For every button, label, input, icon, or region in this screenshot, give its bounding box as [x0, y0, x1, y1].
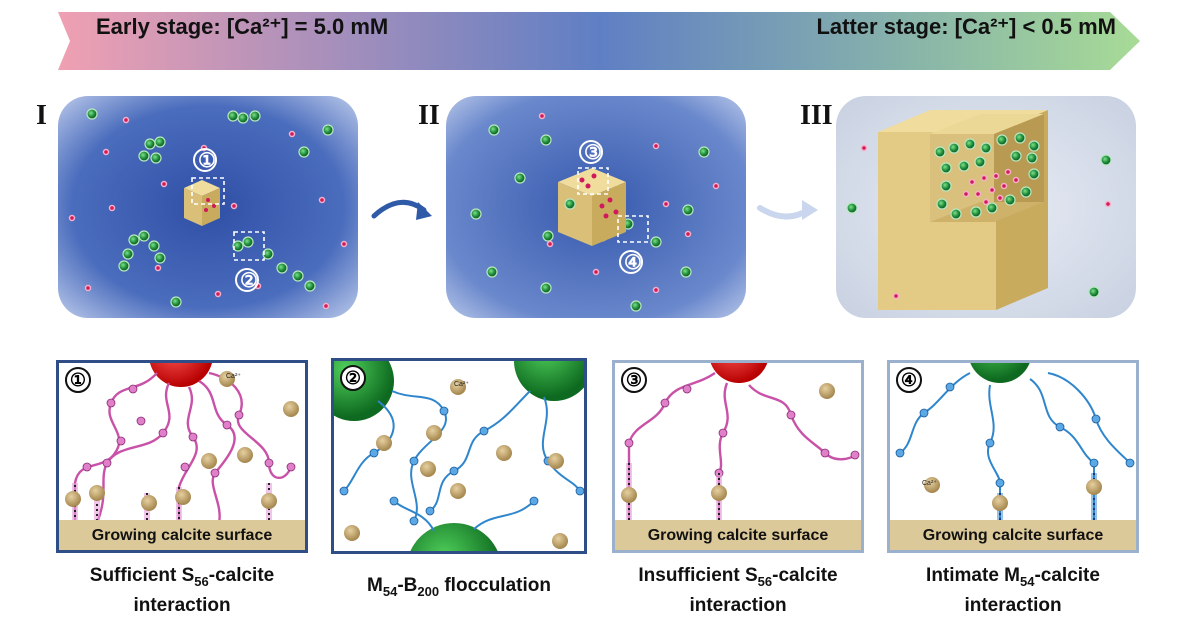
marker-4: ④: [624, 252, 642, 274]
scene-stage-1: [58, 96, 358, 318]
surface-label-4: Growing calcite surface: [922, 527, 1104, 544]
stage-label-ii: II: [418, 100, 440, 131]
scene-stage-2: [446, 96, 746, 318]
latter-stage-label: Latter stage: [Ca²⁺] < 0.5 mM: [816, 14, 1116, 39]
stage-label-i: I: [36, 100, 47, 131]
panel-2-number: ②: [340, 365, 366, 391]
caption-3: Insufficient S56-calcite interaction: [638, 565, 838, 616]
calcite-surface: [59, 520, 305, 550]
surface-label-3: Growing calcite surface: [647, 527, 829, 544]
curved-arrow-icon-2: [757, 200, 818, 220]
detail-panel-4: ④ Growing calcite surface: [887, 360, 1139, 553]
stage-banner-arrow: [58, 12, 1140, 70]
calcite-surface: [890, 520, 1136, 550]
red-calcium-ions: [68, 116, 348, 310]
curved-arrow-icon: [371, 199, 432, 220]
caption-1: Sufficient S56-calcite interaction: [89, 565, 275, 616]
scene-stage-3: [836, 96, 1136, 318]
calcite-surface: [615, 520, 861, 550]
marker-2: ②: [240, 270, 258, 292]
detail-panel-2: ②: [331, 358, 587, 554]
surface-label-1: Growing calcite surface: [91, 527, 273, 544]
panel-3-drawing: [621, 363, 860, 523]
stage-label-iii: III: [800, 100, 833, 131]
panel-1-drawing: [65, 363, 299, 524]
marker-1: ①: [198, 150, 216, 172]
ion-label: Ca²⁺: [226, 373, 241, 380]
panel-3-number: ③: [621, 367, 647, 393]
ion-label: Ca²⁺: [922, 480, 937, 487]
early-stage-label: Early stage: [Ca²⁺] = 5.0 mM: [96, 14, 389, 39]
green-micelles: [86, 108, 334, 308]
ion-label: Ca²⁺: [454, 381, 469, 388]
caption-4: Intimate M54-calcite interaction: [926, 565, 1100, 616]
detail-panel-1: ① Growing calcite surface: [56, 360, 308, 553]
marker-3: ③: [584, 142, 602, 164]
caption-2: M54-B200 flocculation: [367, 575, 551, 599]
panel-4-number: ④: [896, 367, 922, 393]
detail-panel-3: ③ Growing calcite surface: [612, 360, 864, 553]
panel-2-drawing: [334, 361, 584, 551]
panel-1-number: ①: [65, 367, 91, 393]
calcite-seed-cube: [184, 180, 220, 226]
